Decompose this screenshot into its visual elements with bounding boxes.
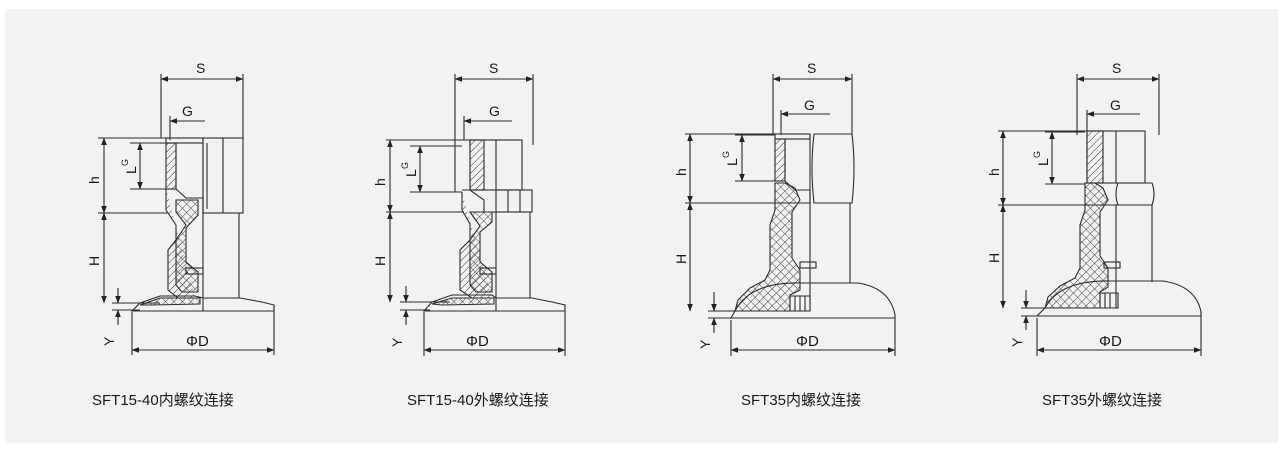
dim-label-g: G	[182, 103, 193, 119]
dim-label-h: h	[372, 178, 388, 186]
dim-label-lg: L	[403, 169, 419, 177]
caption-sft35-internal: SFT35内螺纹连接	[741, 392, 862, 409]
drawing-sft15-40-external-thread	[386, 74, 566, 356]
dim-label-d: ΦD	[1099, 333, 1122, 350]
dim-label-y: Y	[101, 336, 117, 346]
dim-label-y: Y	[389, 337, 405, 347]
drawing-sft35-external-thread	[998, 74, 1202, 356]
caption-sft15-40-internal: SFT15-40内螺纹连接	[92, 392, 234, 409]
dim-label-lg-sub: G	[1032, 151, 1042, 158]
dim-label-lg-sub: G	[400, 162, 410, 169]
dim-label-s: S	[1112, 60, 1121, 76]
dim-label-lg: L	[724, 158, 740, 166]
dim-label-lg: L	[123, 166, 139, 174]
dim-label-g: G	[804, 97, 815, 113]
dim-label-g: G	[1110, 97, 1121, 113]
dim-label-big-h: H	[986, 253, 1002, 263]
dim-label-lg-sub: G	[721, 151, 731, 158]
dim-label-d: ΦD	[796, 333, 819, 350]
dim-label-y: Y	[1009, 337, 1025, 347]
dim-label-h: h	[86, 176, 102, 184]
dim-label-s: S	[489, 60, 498, 76]
dim-label-h: h	[986, 168, 1002, 176]
caption-sft15-40-external: SFT15-40外螺纹连接	[407, 392, 549, 409]
dim-label-s: S	[807, 60, 816, 76]
dim-label-big-h: H	[86, 256, 102, 266]
dim-label-y: Y	[697, 339, 713, 349]
dim-label-big-h: H	[372, 256, 388, 266]
dim-label-d: ΦD	[466, 333, 489, 350]
dim-label-h: h	[673, 168, 689, 176]
drawing-sft35-internal-thread	[685, 74, 896, 356]
drawing-sft15-40-internal-thread	[98, 74, 275, 355]
dim-label-g: G	[489, 103, 500, 119]
caption-sft35-external: SFT35外螺纹连接	[1042, 392, 1163, 409]
dim-label-lg-sub: G	[120, 159, 130, 166]
dim-label-s: S	[196, 60, 205, 76]
dim-label-d: ΦD	[186, 333, 209, 350]
dim-label-lg: L	[1035, 158, 1051, 166]
dim-label-big-h: H	[673, 254, 689, 264]
